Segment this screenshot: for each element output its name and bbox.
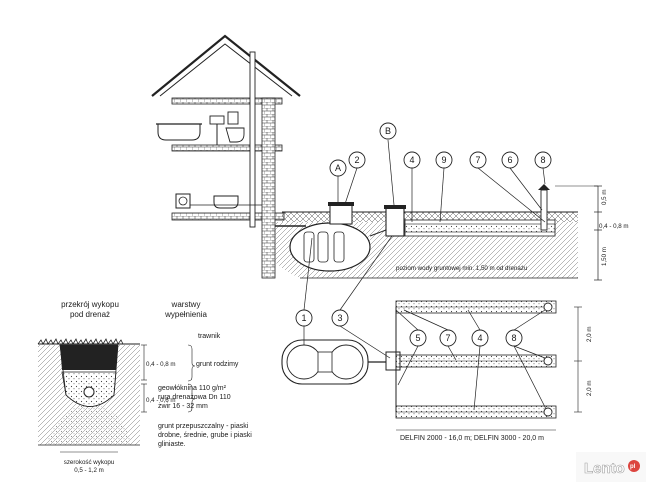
callout-6: 6 [507,155,512,165]
callout-A: A [335,163,341,173]
layer-sand-3: gliniaste. [158,441,186,448]
callout-7-plan: 7 [445,333,450,343]
dim-upper-label: 2,0 m [586,327,593,342]
callout-3: 3 [337,313,342,323]
dim-lower-label: 2,0 m [586,381,593,396]
lento-watermark: Lento pl [576,452,646,482]
layer-sand-2: drobne, średnie, grube i piaski [158,432,252,439]
section-title-1: przekrój wykopu [61,300,119,309]
callout-8: 8 [540,155,545,165]
vent-riser-profile [538,184,550,231]
dim-depth-2: 0,4 - 0,6 m [146,397,176,404]
layer-sand-1: grunt przepuszczalny - piaski [158,423,249,430]
layer-geo-2: rura drenażowa Dn 110 [158,394,231,401]
width-label-2: 0,5 - 1,2 m [74,467,104,474]
plan-caption: DELFIN 2000 - 16,0 m; DELFIN 3000 - 20,0… [400,435,544,442]
callout-B: B [385,126,391,136]
watermark-tld: pl [630,464,636,470]
trench-section: przekrój wykopu pod drenaż warstwy wypeł… [37,300,252,474]
callout-9: 9 [441,155,446,165]
dim-mid-label: 0,4 - 0,8 m [599,223,629,230]
groundwater-label: poziom wody gruntowej min. 1,50 m od dre… [396,265,528,272]
distribution-box-profile [369,205,406,237]
callout-4-plan: 4 [477,333,482,343]
layer-geo-3: żwir 16 - 32 mm [158,403,208,410]
layer-geo-1: geowłóknina 110 g/m² [158,385,227,392]
profile-dimensions: 0,5 m 0,4 - 0,8 m 1,50 m poziom wody gru… [396,185,629,281]
section-title-2: pod drenaż [70,310,110,319]
layers-title-2: wypełnienia [164,310,207,319]
watermark-brand: Lento [584,460,625,477]
callout-8-plan: 8 [511,333,516,343]
callout-5: 5 [415,333,420,343]
callout-4: 4 [409,155,414,165]
plan-callouts: 1 3 5 7 4 8 [295,235,547,411]
plan-view: 2,0 m 2,0 m DELFIN 2000 - 16,0 m; DELFIN… [281,300,593,442]
layer-trawnik: trawnik [198,333,221,340]
layers-title-1: warstwy [171,300,201,309]
callout-2: 2 [354,155,359,165]
house [151,34,301,279]
dim-top-label: 0,5 m [601,190,608,205]
callout-7: 7 [475,155,480,165]
profile-callouts: A 2 B 4 9 7 6 8 [329,122,552,223]
layer-grunt: grunt rodzimy [196,361,239,368]
dim-low-label: 1,50 m [601,247,608,266]
dim-depth-1: 0,4 - 0,8 m [146,361,176,368]
width-label-1: szerokość wykopu [64,459,115,466]
callout-1: 1 [301,313,306,323]
